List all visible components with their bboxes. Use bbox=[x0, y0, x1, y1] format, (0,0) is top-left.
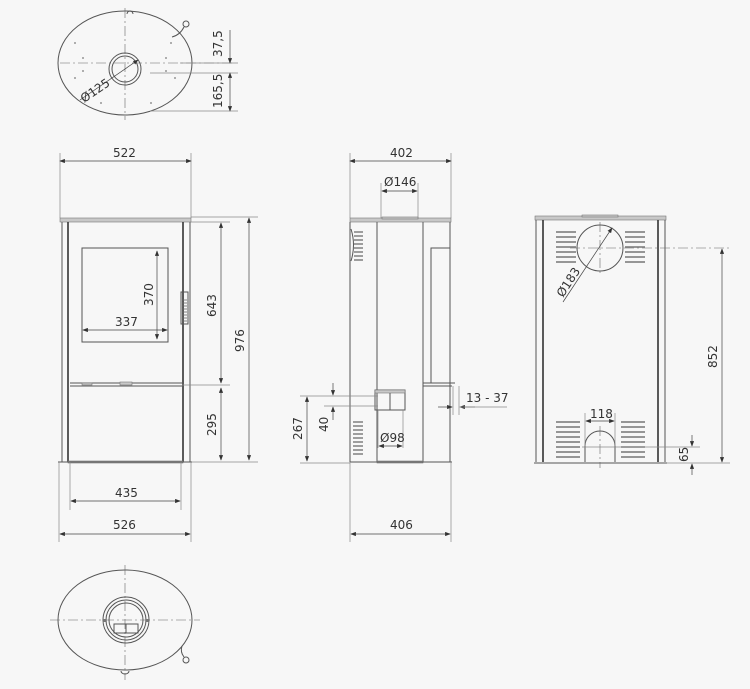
air-inlet-height-267-label: 267 bbox=[291, 417, 305, 440]
top-flue-diameter-label: Ø125 bbox=[78, 76, 113, 106]
top-offset-37-5-label: 37,5 bbox=[211, 30, 225, 57]
air-inlet-diameter-98-label: Ø98 bbox=[380, 431, 405, 445]
door-width-337-label: 337 bbox=[115, 315, 138, 329]
air-inlet-size-40-label: 40 bbox=[317, 417, 331, 432]
front-height-643-label: 643 bbox=[205, 294, 219, 317]
base-inner-width-435-label: 435 bbox=[115, 486, 138, 500]
front-height-976-label: 976 bbox=[233, 329, 247, 352]
rear-flue-diameter-183-label: Ø183 bbox=[554, 265, 583, 300]
side-base-depth-406-label: 406 bbox=[390, 518, 413, 532]
air-opening-width-118-label: 118 bbox=[590, 407, 613, 421]
top-offset-165-5-label: 165,5 bbox=[211, 74, 225, 108]
top-view: Ø125 37,5 165,5 bbox=[57, 8, 238, 120]
front-width-522-label: 522 bbox=[113, 146, 136, 160]
wall-distance-label: 13 - 37 bbox=[466, 391, 509, 405]
rear-flue-height-852-label: 852 bbox=[706, 345, 720, 368]
front-view: 522 337 370 bbox=[58, 146, 258, 542]
flue-top-diameter-146-label: Ø146 bbox=[384, 175, 416, 189]
side-view: 402 Ø146 bbox=[291, 146, 509, 542]
base-width-526-label: 526 bbox=[113, 518, 136, 532]
side-depth-402-label: 402 bbox=[390, 146, 413, 160]
door-height-370-label: 370 bbox=[142, 283, 156, 306]
air-opening-height-65-label: 65 bbox=[677, 447, 691, 462]
bottom-view bbox=[50, 565, 200, 680]
rear-view: Ø183 118 bbox=[534, 214, 730, 475]
front-height-295-label: 295 bbox=[205, 413, 219, 436]
